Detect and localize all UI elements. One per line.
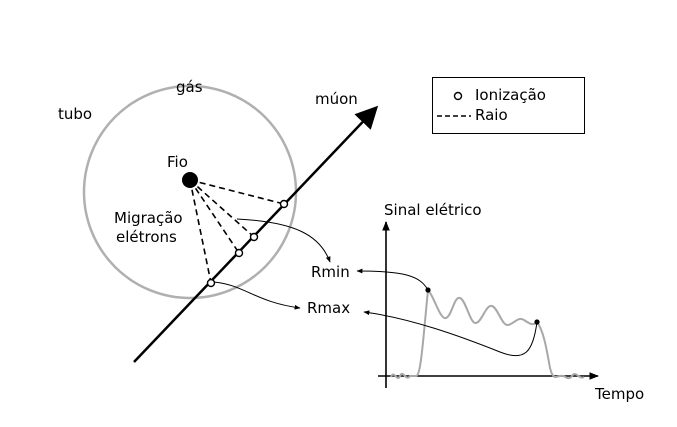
migration-label-line2: elétrons bbox=[116, 228, 177, 246]
ionization-points bbox=[206, 199, 289, 288]
ionization-icon bbox=[453, 91, 463, 100]
legend-radius-label: Raio bbox=[475, 106, 508, 124]
wire-dot bbox=[182, 172, 198, 188]
rmax-connector bbox=[213, 281, 301, 310]
gas-label: gás bbox=[176, 78, 203, 96]
tube-circle bbox=[82, 84, 298, 300]
signal-trace bbox=[390, 287, 585, 380]
tube-label: tubo bbox=[58, 105, 93, 123]
rmax-peak-arrow bbox=[363, 310, 538, 357]
radius-lines bbox=[189, 179, 285, 284]
legend-row-ionization: Ionização bbox=[433, 86, 546, 104]
rmax-label: Rmax bbox=[307, 299, 351, 317]
time-axis-title: Tempo bbox=[595, 385, 645, 403]
rmin-connector bbox=[236, 218, 331, 263]
rmin-peak-arrow bbox=[356, 268, 429, 291]
dashed-line-icon bbox=[437, 114, 471, 117]
legend-ionization-label: Ionização bbox=[475, 86, 546, 104]
legend: Ionização Raio bbox=[432, 77, 585, 134]
migration-label-line1: Migração bbox=[114, 209, 183, 227]
wire-label: Fio bbox=[167, 153, 188, 171]
rmin-label: Rmin bbox=[311, 263, 350, 281]
legend-row-radius: Raio bbox=[433, 106, 508, 124]
muon-label: múon bbox=[315, 90, 358, 108]
signal-axis-title: Sinal elétrico bbox=[384, 201, 482, 219]
